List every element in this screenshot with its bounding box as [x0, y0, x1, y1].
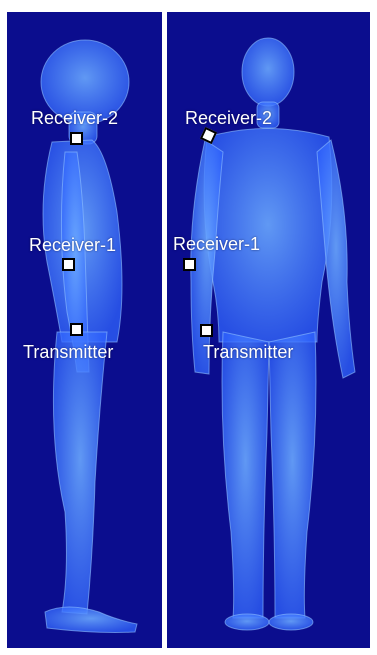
receiver-2-label: Receiver-2 [31, 109, 118, 127]
receiver-1-label: Receiver-1 [29, 236, 116, 254]
receiver-1-marker [62, 258, 75, 271]
transmitter-marker [70, 323, 83, 336]
side-view-panel: Receiver-2 Receiver-1 Transmitter [7, 12, 162, 648]
transmitter-label: Transmitter [23, 343, 113, 361]
front-view-panel: Receiver-2 Receiver-1 Transmitter [167, 12, 370, 648]
receiver-2-label: Receiver-2 [185, 109, 272, 127]
receiver-2-marker [70, 132, 83, 145]
transmitter-marker [200, 324, 213, 337]
transmitter-label: Transmitter [203, 343, 293, 361]
receiver-1-marker [183, 258, 196, 271]
receiver-1-label: Receiver-1 [173, 235, 260, 253]
